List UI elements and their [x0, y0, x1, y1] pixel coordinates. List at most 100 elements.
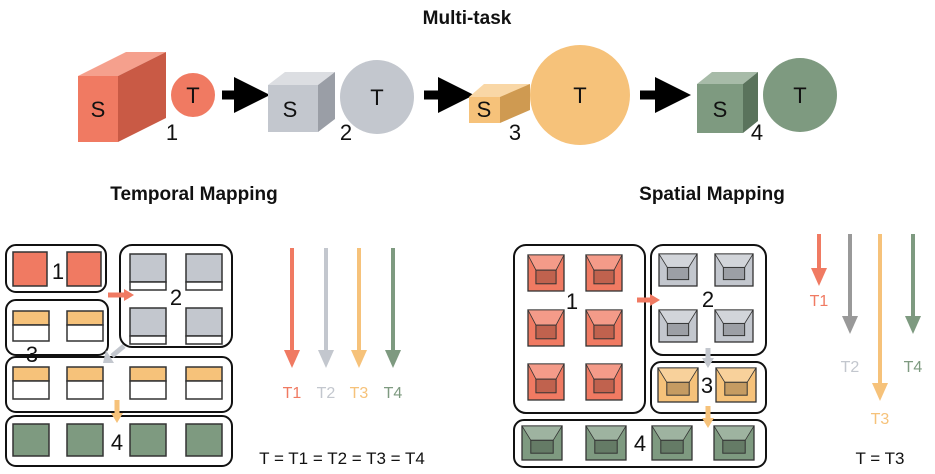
task-1-source-cube-side — [118, 52, 166, 142]
spatial-pe-tile — [527, 309, 565, 347]
task-2-number: 2 — [340, 120, 352, 145]
spatial-pe-tile — [585, 363, 623, 401]
temporal-pe-tile — [185, 335, 223, 345]
task-2-target-label: T — [370, 85, 383, 110]
temporal-transition-arrow-1-2-head — [124, 289, 134, 301]
task-2-group: S T 2 — [268, 60, 414, 145]
spatial-group-1-label: 1 — [566, 289, 578, 314]
temporal-pe-tile — [12, 310, 50, 326]
spatial-group-2-label: 2 — [702, 287, 714, 312]
spatial-pe-tile-core — [535, 378, 557, 394]
task-3-source-cube — [469, 97, 500, 123]
task-3-number: 3 — [509, 120, 521, 145]
temporal-time-arrow-t3-head — [351, 350, 367, 368]
spatial-group-3-label: 3 — [701, 373, 713, 398]
task-1-number: 1 — [166, 120, 178, 145]
spatial-pe-tile-core — [530, 439, 554, 454]
task-4-source-cube-side — [743, 72, 758, 133]
temporal-time-arrow-t4-head — [385, 350, 401, 368]
spatial-time-arrow-t2-head — [842, 316, 858, 334]
temporal-pe-tile — [129, 335, 167, 345]
spatial-pe-tile-core — [535, 269, 557, 285]
spatial-pe-tile — [658, 253, 698, 287]
temporal-pe-tile — [185, 307, 223, 337]
temporal-pe-tile — [66, 366, 104, 382]
temporal-time-arrows: T1 T2 T3 T4 — [283, 248, 403, 402]
temporal-pe-tile — [129, 281, 167, 291]
temporal-pe-tile — [185, 281, 223, 291]
spatial-pe-tile-core — [593, 378, 615, 394]
task-2-source-cube — [268, 85, 318, 132]
temporal-transition-arrow-2-3 — [110, 344, 126, 358]
spatial-transition-arrow-2-3-head — [702, 358, 714, 368]
spatial-t1-label: T1 — [810, 293, 829, 310]
spatial-pe-tile — [658, 309, 698, 343]
main-title: Multi-task — [423, 8, 512, 29]
task-3-group: S T 3 — [469, 45, 630, 145]
spatial-group-1-frame — [513, 244, 646, 414]
temporal-group-1-frame — [5, 244, 107, 293]
temporal-pe-tile — [129, 366, 167, 382]
temporal-group-1-label: 1 — [52, 259, 64, 284]
spatial-time-arrow-t1-head — [811, 268, 827, 286]
task-3-source-cube-side — [500, 84, 530, 123]
temporal-pe-tile — [12, 380, 50, 400]
spatial-transition-arrow-1-2-head — [650, 294, 660, 306]
task-4-source-cube-top — [697, 72, 758, 84]
spatial-pe-tile — [585, 254, 623, 292]
spatial-pe-tile — [527, 254, 565, 292]
spatial-pe-tile-core — [666, 266, 690, 281]
temporal-mapping-grid: 1 2 3 4 — [5, 244, 233, 467]
temporal-pe-tile — [185, 423, 223, 457]
task-1-source-label: S — [91, 97, 106, 122]
temporal-group-2-label: 2 — [170, 285, 182, 310]
task-2-source-label: S — [283, 97, 298, 122]
spatial-pe-tile — [713, 425, 755, 461]
spatial-group-4-label: 4 — [634, 431, 646, 456]
spatial-pe-tile-core — [660, 439, 684, 454]
spatial-pe-tile — [521, 425, 563, 461]
spatial-group-4-frame — [513, 419, 767, 468]
spatial-pe-tile-core — [724, 381, 748, 396]
task-1-group: S T 1 — [78, 52, 215, 145]
temporal-group-3-label: 3 — [26, 342, 38, 367]
temporal-pe-tile — [185, 380, 223, 400]
temporal-pe-tile — [12, 366, 50, 382]
spatial-pe-tile-core — [722, 439, 746, 454]
temporal-t4-label: T4 — [384, 385, 403, 402]
temporal-pe-tile — [129, 423, 167, 457]
spatial-pe-tile-core — [722, 322, 746, 337]
task-4-number: 4 — [751, 120, 763, 145]
temporal-group-3-frame-a — [5, 299, 109, 356]
spatial-pe-tile-core — [535, 324, 557, 340]
task-4-group: S T 4 — [697, 58, 837, 145]
spatial-t2-label: T2 — [841, 359, 860, 376]
spatial-pe-tile-core — [593, 324, 615, 340]
temporal-pe-tile — [129, 307, 167, 337]
spatial-pe-tile — [715, 367, 757, 403]
task-2-source-cube-top — [268, 72, 335, 85]
temporal-pe-tile — [185, 253, 223, 283]
spatial-pe-tile-core — [722, 266, 746, 281]
spatial-time-arrow-t3-head — [872, 383, 888, 401]
spatial-pe-tile-core — [666, 381, 690, 396]
temporal-equation: T = T1 = T2 = T3 = T4 — [259, 449, 425, 468]
temporal-pe-tile — [12, 423, 50, 457]
task-4-target-circle — [763, 58, 837, 132]
spatial-pe-tile — [714, 253, 754, 287]
task-4-source-cube — [697, 84, 743, 133]
task-2-target-circle — [340, 60, 414, 134]
temporal-transition-arrow-3-4-head — [111, 413, 123, 423]
temporal-pe-tile — [66, 380, 104, 400]
spatial-pe-tile-core — [594, 439, 618, 454]
temporal-pe-tile — [66, 324, 104, 342]
spatial-equation: T = T3 — [856, 449, 905, 468]
spatial-pe-tile-core — [666, 322, 690, 337]
spatial-time-arrow-t4-head — [905, 316, 921, 334]
temporal-title: Temporal Mapping — [110, 184, 277, 205]
spatial-time-arrows: T1 T2 T3 T4 — [810, 234, 922, 428]
temporal-pe-tile — [66, 310, 104, 326]
temporal-t2-label: T2 — [317, 385, 336, 402]
task-3-source-label: S — [477, 97, 492, 122]
